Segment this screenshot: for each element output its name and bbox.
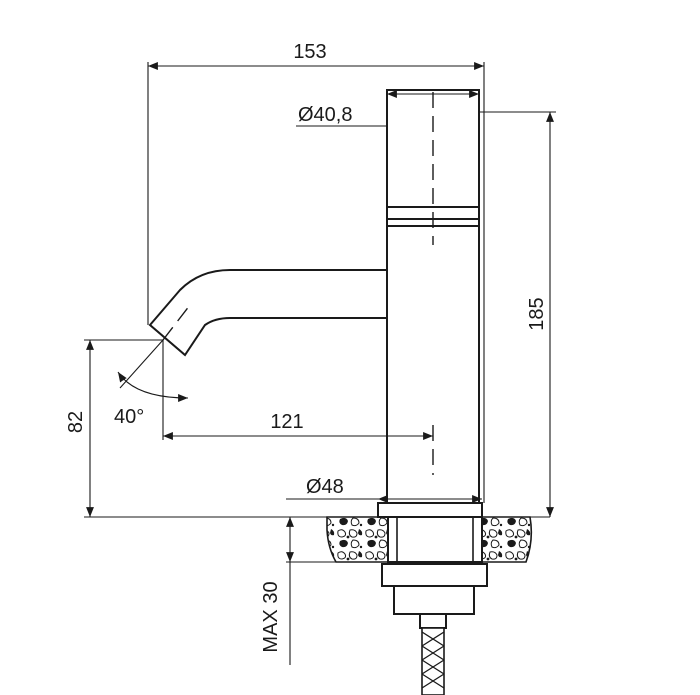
dimension-label-82: 82 (65, 411, 87, 433)
dimension-overall-reach: 153 (147, 41, 485, 503)
dimension-label-base-diameter: Ø48 (306, 476, 344, 498)
dimension-label-handle-diameter: Ø40,8 (298, 104, 352, 126)
dimension-spout-angle: 40° (114, 339, 189, 440)
countertop-section (286, 516, 550, 563)
center-lines (162, 92, 434, 475)
dimension-base-diameter: Ø48 (286, 476, 482, 503)
dimension-label-max-30: MAX 30 (260, 581, 282, 652)
dimension-spout-reach: 121 (163, 411, 433, 440)
dimension-label-121: 121 (270, 411, 303, 433)
faucet-body (148, 89, 488, 695)
dimension-spout-height: 82 (65, 339, 290, 518)
dimension-total-height: 185 (479, 111, 556, 517)
dimension-label-153: 153 (293, 41, 326, 63)
dimension-label-185: 185 (526, 297, 548, 330)
dimension-max-thickness: MAX 30 (260, 517, 294, 665)
dimension-label-angle: 40° (114, 406, 144, 428)
dimension-handle-diameter: Ø40,8 (296, 90, 479, 127)
